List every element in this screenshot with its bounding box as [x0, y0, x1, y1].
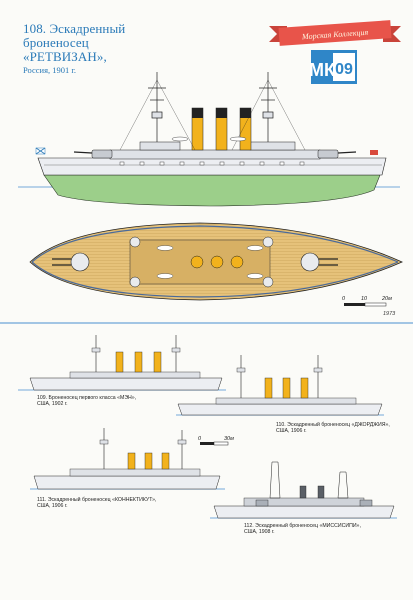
top-scale-20: 20м [382, 296, 392, 302]
banner-ribbon [278, 20, 392, 46]
caption-110-line1: 110. Эскадренный броненосец «ДЖОРДЖИЯ», [276, 422, 390, 428]
bow-flag [370, 150, 378, 155]
logo-number-box [333, 53, 355, 81]
masts [119, 72, 306, 151]
caption-112-line2: США, 1908 г. [244, 529, 275, 536]
ship-109-profile [18, 335, 226, 391]
logo-letters: МК [309, 60, 336, 80]
title-line-1: 108. Эскадренный [23, 21, 126, 36]
caption-111-line1: 111. Эскадренный броненосец «КОННЕКТИКУТ… [37, 497, 157, 503]
caption-110-line2: США, 1906 г. [276, 428, 307, 435]
top-scale-10: 10 [361, 296, 368, 302]
caption-109: 109. Броненосец первого класса «МЭН», СШ… [37, 395, 136, 408]
logo-number: 09 [335, 61, 353, 78]
caption-111: 111. Эскадренный броненосец «КОННЕКТИКУТ… [37, 497, 156, 510]
bottom-scale-0: 0 [198, 436, 202, 442]
caption-111-line2: США, 1906 г. [37, 503, 68, 510]
superstructure [109, 149, 321, 160]
ship-110-profile [176, 355, 384, 416]
title-line-2: броненосец [23, 35, 89, 50]
retvizan-profile [18, 72, 400, 207]
series-logo: Морская Коллекция МК 09 [269, 20, 401, 84]
top-scale-0: 0 [342, 296, 346, 302]
title-subtitle: Россия, 1901 г. [23, 65, 77, 75]
funnels [191, 107, 252, 151]
caption-110: 110. Эскадренный броненосец «ДЖОРДЖИЯ», … [276, 422, 390, 435]
artist-signature: 1973 [383, 311, 396, 317]
title-block: 108. Эскадренный броненосец «РЕТВИЗАН», … [23, 22, 213, 76]
forward-turret [91, 149, 113, 159]
top-scale-bar [344, 302, 387, 307]
retvizan-plan [29, 222, 403, 301]
title-line-3: «РЕТВИЗАН», [23, 49, 107, 64]
hull-upper [37, 157, 387, 176]
aft-turret [317, 149, 339, 159]
ship-112-profile [210, 461, 397, 519]
caption-112: 112. Эскадренный броненосец «МИССИСИПИ»,… [244, 523, 361, 536]
bottom-scale-bar [200, 441, 229, 446]
plan-turret-fore [70, 252, 90, 272]
hull-underwater [43, 174, 381, 207]
caption-109-line2: США, 1902 г. [37, 401, 68, 408]
caption-112-line1: 112. Эскадренный броненосец «МИССИСИПИ», [244, 523, 361, 529]
bottom-scale-30: 30м [224, 436, 234, 442]
caption-109-line1: 109. Броненосец первого класса «МЭН», [37, 395, 137, 401]
plan-turret-aft [300, 252, 320, 272]
ship-111-profile [30, 428, 225, 490]
